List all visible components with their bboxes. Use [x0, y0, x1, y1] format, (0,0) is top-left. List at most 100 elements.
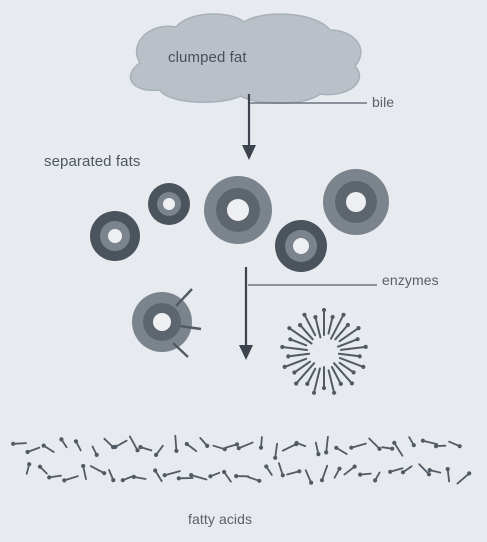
fatty-acid-head: [286, 354, 290, 358]
fatty-acid-head: [26, 450, 30, 454]
fatty-acid-head: [388, 470, 392, 474]
fatty-acid-head: [27, 462, 31, 466]
fatty-acid-stick: [130, 436, 138, 450]
fatty-acid-stick: [239, 443, 253, 449]
fatty-acid-head: [111, 478, 115, 482]
fatty-acid-stick: [351, 444, 366, 448]
fatty-acid-head: [135, 448, 139, 452]
fatty-acid-head: [38, 465, 42, 469]
fatty-acid-stick: [91, 466, 104, 473]
fatty-acid-stick: [423, 441, 437, 445]
fatty-acid-head: [292, 370, 296, 374]
fatty-acid-head: [392, 441, 396, 445]
fat-droplet: [323, 169, 389, 235]
fatty-acid-stick: [315, 317, 320, 337]
fatty-acid-head: [309, 481, 313, 485]
fatty-acid-head: [298, 323, 302, 327]
fatty-acid-head: [294, 381, 298, 385]
fatty-acid-stick: [326, 437, 328, 453]
fatty-acid-head: [138, 445, 142, 449]
fatty-acid-head: [356, 337, 360, 341]
label-fatty-acids: fatty acids: [188, 511, 252, 527]
fatty-acid-head: [283, 365, 287, 369]
fatty-acid-stick: [322, 466, 327, 481]
fatty-acid-head: [334, 446, 338, 450]
fatty-acid-head: [287, 326, 291, 330]
fatty-acid-head: [364, 345, 368, 349]
fatty-acid-head: [373, 478, 377, 482]
fatty-acid-head: [102, 471, 106, 475]
fatty-acid-head: [113, 445, 117, 449]
fatty-acid-stick: [283, 444, 296, 451]
fatty-acid-head: [358, 473, 362, 477]
fatty-acid-head: [322, 308, 326, 312]
fatty-acid-head: [312, 391, 316, 395]
fatty-acid-head: [234, 474, 238, 478]
fatty-acid-stick: [191, 475, 206, 479]
fatty-acid-head: [421, 439, 425, 443]
fatty-acid-head: [446, 467, 450, 471]
fatty-acid-stick: [290, 339, 306, 345]
fatty-acid-head: [349, 446, 353, 450]
fatty-acid-head: [11, 442, 15, 446]
fatty-acid-head: [62, 478, 66, 482]
fatty-acid-head: [361, 365, 365, 369]
fatty-acid-head: [288, 337, 292, 341]
fatty-acid-head: [458, 444, 462, 448]
fatty-acid-head: [189, 473, 193, 477]
label-enzymes: enzymes: [382, 272, 439, 288]
fatty-acid-head: [121, 478, 125, 482]
fat-droplet: [275, 220, 327, 272]
fatty-acid-head: [305, 382, 309, 386]
fatty-acid-head: [235, 442, 239, 446]
fatty-acid-head: [316, 452, 320, 456]
fatty-acid-stick: [329, 370, 335, 392]
fatty-acid-head: [132, 475, 136, 479]
fatty-acid-head: [295, 441, 299, 445]
fatty-acid-burst: [280, 308, 368, 395]
label-bile: bile: [372, 94, 394, 110]
fatty-acid-head: [74, 439, 78, 443]
fatty-acid-head: [95, 453, 99, 457]
fatty-acid-head: [353, 465, 357, 469]
fatty-acid-head: [185, 442, 189, 446]
fatty-acid-fragments: [11, 436, 471, 485]
fatty-acid-head: [428, 468, 432, 472]
fatty-acid-stick: [165, 471, 180, 475]
fatty-acid-head: [163, 473, 167, 477]
fatty-acid-head: [350, 381, 354, 385]
fatty-acid-stick: [275, 444, 277, 458]
fatty-acid-head: [237, 446, 241, 450]
label-separated-fats: separated fats: [44, 153, 140, 170]
fatty-acid-head: [339, 382, 343, 386]
fatty-acid-head: [42, 444, 46, 448]
fatty-acid-head: [281, 473, 285, 477]
fatty-acid-head: [324, 450, 328, 454]
fatty-acid-head: [346, 323, 350, 327]
fatty-acid-stick: [369, 439, 379, 449]
fatty-acid-head: [320, 478, 324, 482]
fatty-acid-stick: [457, 473, 469, 483]
enzymes-arrow-head: [239, 345, 253, 360]
fatty-acid-stick: [282, 347, 307, 350]
fatty-acid-head: [177, 476, 181, 480]
fatty-acid-stick: [419, 464, 429, 474]
fatty-acid-head: [358, 354, 362, 358]
fatty-acid-head: [47, 475, 51, 479]
fatty-acid-head: [154, 453, 158, 457]
fatty-acid-stick: [64, 476, 78, 480]
fatty-acid-head: [390, 447, 394, 451]
fatty-acid-head: [222, 470, 226, 474]
fatty-acid-head: [352, 370, 356, 374]
fatty-acid-head: [81, 464, 85, 468]
fatty-acid-head: [174, 449, 178, 453]
fatty-acid-head: [427, 472, 431, 476]
fatty-acid-head: [257, 479, 261, 483]
fat-droplet: [204, 176, 272, 244]
fatty-acid-head: [467, 471, 471, 475]
fatty-acid-head: [208, 474, 212, 478]
fatty-acid-head: [377, 447, 381, 451]
fatty-acid-stick: [329, 317, 333, 334]
